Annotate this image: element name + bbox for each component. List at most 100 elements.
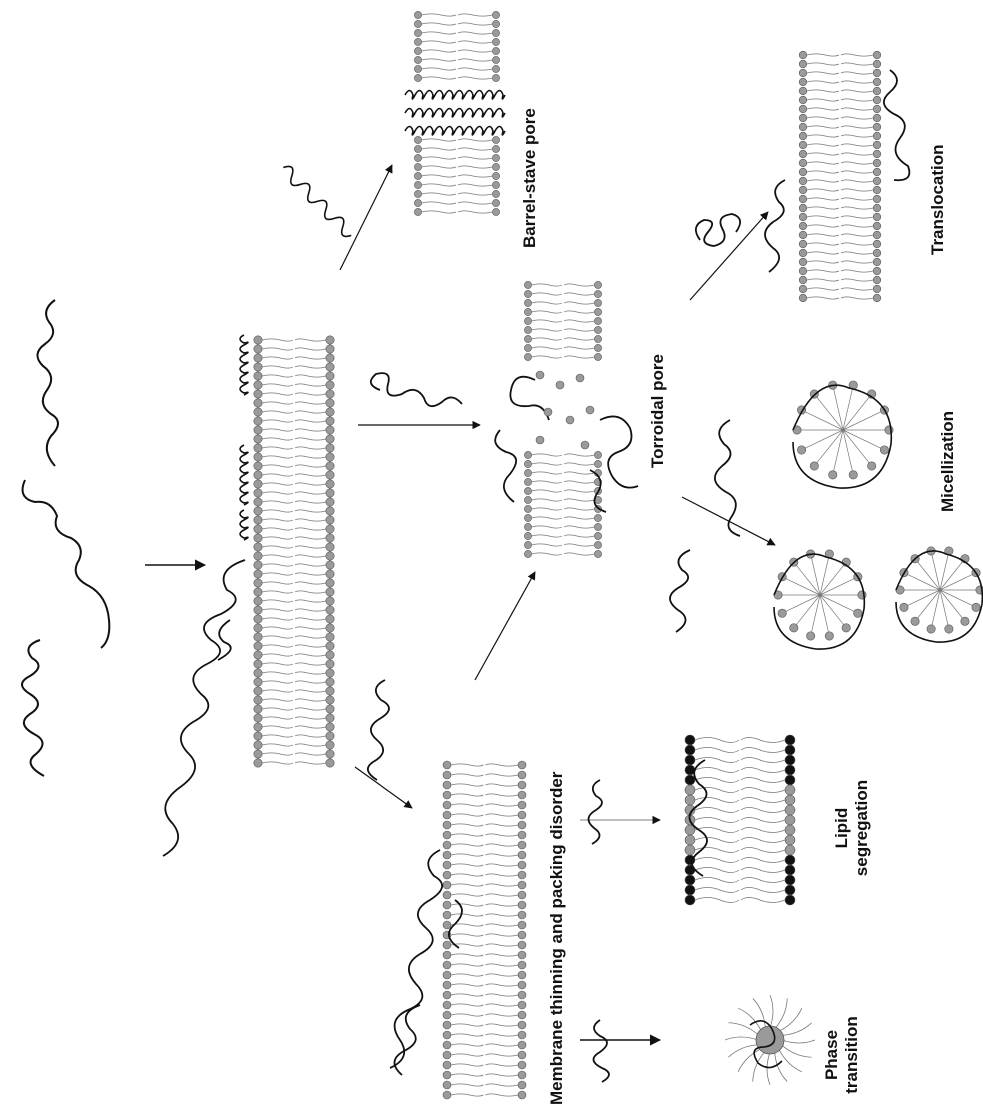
lipid-headgroup [414,11,421,18]
lipid-tail [262,384,293,386]
toroidal-headgroups [536,371,594,449]
lipid-headgroup [326,444,334,452]
lipid-headgroup [443,781,451,789]
lipid-headgroup [799,132,807,140]
lipid-tail [532,284,562,286]
lipid-tail [532,338,562,340]
lipid-headgroup [785,745,795,755]
lipid-tail [451,954,484,956]
lipid-tail [422,175,456,177]
lipid-headgroup [594,299,601,306]
lipid-tail [451,964,484,966]
lipid-headgroup [594,541,601,548]
lipid-headgroup [524,353,531,360]
lipid-headgroup [873,159,881,167]
micelle-peptide [793,385,891,488]
lipid-headgroup [326,489,334,497]
lipid-headgroup [326,588,334,596]
lipid-headgroup [326,435,334,443]
lipid-tail [807,135,839,137]
lipid-tail [451,984,484,986]
lipid-headgroup [524,335,531,342]
lipid-headgroup [799,105,807,113]
lipid-tail [564,526,594,528]
lipid-headgroup [594,326,601,333]
lipid-headgroup [443,1091,451,1099]
lipid-headgroup [326,480,334,488]
lipid-tail [486,944,519,946]
lipid-headgroup [443,1001,451,1009]
lipid-headgroup [518,891,526,899]
lipid-tail [841,225,873,227]
lipid-headgroup [518,781,526,789]
lipid-tail [422,193,456,195]
lipid-tail [841,135,873,137]
lipid-headgroup [492,65,499,72]
lipid-headgroup [414,47,421,54]
lipid-headgroup [799,150,807,158]
lipid-tail [564,338,594,340]
lipid-headgroup [443,801,451,809]
lipid-headgroup [326,552,334,560]
lipid-headgroup [536,371,544,379]
lipid-headgroup [492,154,499,161]
lipid-tail [458,139,492,141]
lipid-headgroup [443,1021,451,1029]
lipid-headgroup [594,353,601,360]
lipid-tail [262,519,293,521]
lipid-headgroup [443,771,451,779]
lipid-tail [564,508,594,510]
arrow-to-translocation [690,212,768,300]
arrow-to-thinning [355,767,412,808]
lipid-tail [295,573,326,575]
lipid-headgroup [254,435,262,443]
lipid-tail [820,577,858,595]
lipid-tail [807,297,839,299]
lipid-headgroup [880,446,888,454]
micelle-peptide [896,551,982,642]
lipid-headgroup [254,561,262,569]
lipid-headgroup [254,588,262,596]
lipid-tail [841,189,873,191]
lipid-tail [262,375,293,377]
lipid-headgroup [518,981,526,989]
lipid-tail [741,798,785,803]
free-peptides [22,300,109,776]
lipid-headgroup [254,615,262,623]
lipid-tail [451,1044,484,1046]
lipid-headgroup [443,761,451,769]
lipid-tail [295,339,326,341]
lipid-tail [262,510,293,512]
lipid-headgroup [326,696,334,704]
lipid-tail [458,32,492,34]
lipid-tail [422,157,456,159]
lipid-headgroup [254,552,262,560]
lipid-tail [486,934,519,936]
membrane-thinned [443,761,526,1099]
lipid-tail [741,848,785,853]
lipid-headgroup [492,172,499,179]
lipid-tail [775,1051,788,1081]
lipid-tail [262,420,293,422]
lipid-headgroup [785,875,795,885]
lipid-tail [841,180,873,182]
lipid-tail [422,50,456,52]
lipid-headgroup [873,231,881,239]
lipid-tail [841,252,873,254]
lipid-headgroup [799,267,807,275]
lipid-headgroup [873,105,881,113]
lipid-headgroup [326,759,334,767]
lipid-tail [295,483,326,485]
lipid-headgroup [829,471,837,479]
lipid-headgroup [524,532,531,539]
lipid-headgroup [326,606,334,614]
lipid-tail [841,90,873,92]
lipid-tail [486,864,519,866]
lipid-headgroup [594,532,601,539]
lipid-headgroup [594,523,601,530]
lipid-headgroup [873,276,881,284]
lipid-tail [262,717,293,719]
lipid-headgroup [326,417,334,425]
lipid-tail [564,284,594,286]
lipid-headgroup [326,453,334,461]
